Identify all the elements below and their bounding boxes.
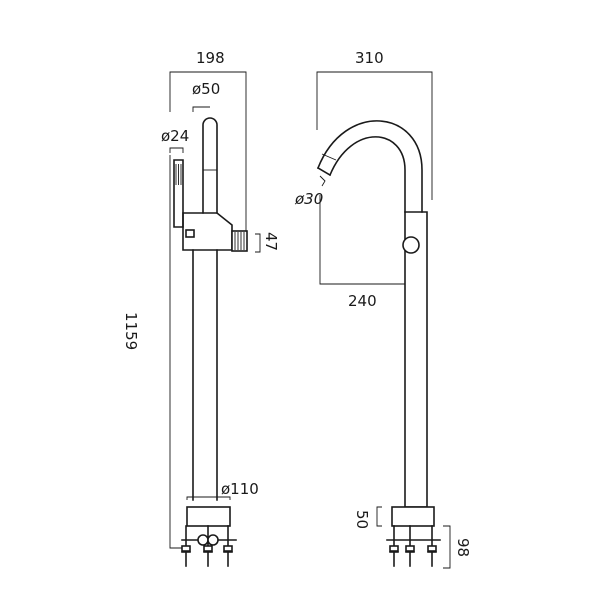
label-width-310: 310 bbox=[355, 49, 384, 67]
mixer-handle bbox=[231, 230, 248, 252]
shower-holder bbox=[185, 229, 195, 238]
hand-shower bbox=[173, 159, 184, 228]
label-diameter-50: ø50 bbox=[192, 80, 220, 98]
label-projection-240: 240 bbox=[348, 292, 377, 310]
label-diameter-24: ø24 bbox=[161, 127, 189, 145]
dim-diameter-30-mark bbox=[319, 175, 326, 187]
right-view: 310 ø30 240 50 98 bbox=[294, 49, 472, 569]
gooseneck-inner bbox=[328, 136, 406, 213]
label-handle-47: 47 bbox=[262, 232, 280, 251]
side-handle-knob bbox=[402, 236, 420, 254]
handle-knurl bbox=[234, 232, 245, 250]
dim-height-1159-bracket bbox=[169, 155, 185, 549]
label-diameter-30: ø30 bbox=[294, 190, 323, 208]
dim-diameter-50-mark bbox=[192, 106, 210, 112]
main-column bbox=[192, 249, 218, 501]
dim-base-110-bracket bbox=[186, 496, 231, 500]
dim-width-198-bracket bbox=[169, 71, 247, 238]
dim-fixing-98-bracket bbox=[443, 525, 451, 569]
hand-shower-nozzles bbox=[175, 164, 182, 185]
label-base-50: 50 bbox=[353, 510, 371, 529]
spout-outlet bbox=[316, 166, 332, 177]
label-base-diameter-110: ø110 bbox=[221, 480, 259, 498]
dim-47-bracket bbox=[255, 233, 261, 253]
label-height-1159: 1159 bbox=[122, 312, 140, 350]
side-base-plate bbox=[391, 506, 435, 527]
gooseneck-outer bbox=[316, 120, 423, 213]
spout-outlet-ring bbox=[321, 153, 337, 161]
side-column bbox=[404, 211, 428, 508]
base-fixings bbox=[181, 525, 237, 567]
upper-spout-tube bbox=[202, 117, 218, 214]
left-view: 198 ø50 ø24 1159 47 ø110 bbox=[122, 49, 280, 567]
dim-diameter-24-mark bbox=[169, 147, 184, 153]
base-plate bbox=[186, 506, 231, 527]
dim-width-310-bracket bbox=[316, 71, 433, 200]
dim-base-50-bracket bbox=[376, 506, 382, 527]
label-fixing-98: 98 bbox=[454, 538, 472, 557]
side-base-fixings bbox=[386, 525, 441, 567]
label-width-198: 198 bbox=[196, 49, 225, 67]
dim-projection-240-bracket bbox=[319, 195, 406, 290]
